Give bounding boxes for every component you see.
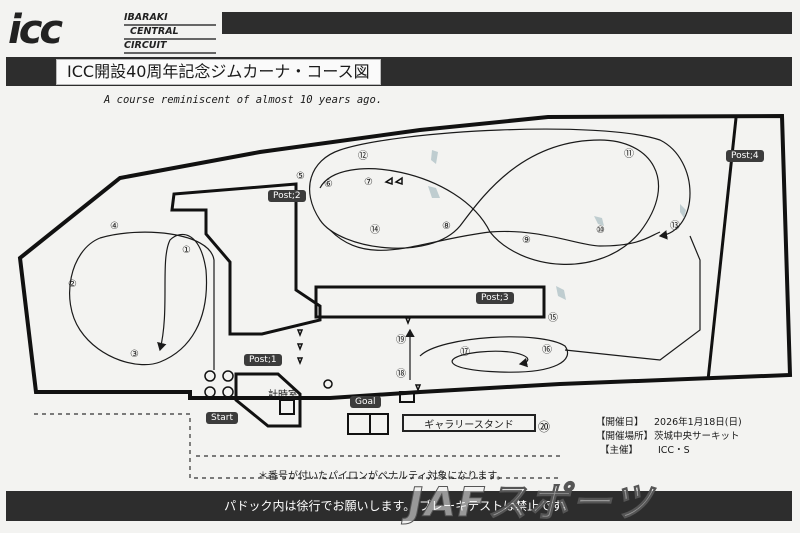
puddle [428, 186, 440, 198]
puddle [680, 204, 686, 218]
course-number-6: ⑥ [324, 179, 333, 190]
watermark: JAFスポーツ [407, 480, 655, 527]
logo-line-1: IBARAKI [124, 12, 216, 26]
goal-box [399, 391, 415, 403]
start-light [222, 386, 234, 398]
course-number-1: ① [182, 245, 191, 256]
pylon-markers [296, 176, 422, 393]
course-number-12: ⑫ [358, 151, 368, 162]
info-key: 【開催日】 [596, 417, 644, 428]
goal-light [323, 379, 333, 389]
course-number-14: ⑭ [370, 225, 380, 236]
course-number-13: ⑬ [670, 221, 680, 232]
footer-bar: パドック内は徐行でお願いします。 ブレーキテストは禁止です。 [6, 491, 792, 521]
goal-label: Goal [350, 396, 381, 408]
start-light [222, 370, 234, 382]
info-key: 【開催場所】 [596, 431, 654, 442]
subtitle: A course reminiscent of almost 10 years … [104, 94, 383, 106]
info-row-organizer: 【主催】 ICC・S [596, 444, 742, 458]
course-number-17: ⑰ [460, 347, 470, 358]
logo-mark: icc [8, 7, 63, 53]
info-row-date: 【開催日】 2026年1月18日(日) [596, 416, 742, 430]
course-number-2: ② [68, 279, 77, 290]
course-number-10: ⑩ [596, 225, 605, 236]
post-1: Post;1 [244, 354, 282, 366]
left-loop [69, 233, 208, 366]
info-value: 茨城中央サーキット [654, 431, 740, 442]
start-light [204, 386, 216, 398]
title-bar: ICC開設40周年記念ジムカーナ・コース図 [6, 57, 792, 86]
puddle [556, 286, 566, 300]
puddle [431, 150, 438, 164]
post-2: Post;2 [268, 190, 306, 202]
course-number-18: ⑱ [396, 369, 406, 380]
info-value: ICC・S [658, 445, 690, 456]
course-number-3: ③ [130, 349, 139, 360]
course-number-4: ④ [110, 221, 119, 232]
start-light [204, 370, 216, 382]
goal-box [347, 413, 371, 435]
course-number-7: ⑦ [364, 177, 373, 188]
post-3: Post;3 [476, 292, 514, 304]
paddock-line [34, 413, 560, 479]
circuit-outline [17, 113, 793, 400]
footer-text: パドック内は徐行でお願いします。 ブレーキテストは禁止です。 [224, 499, 574, 513]
logo-line-2: CENTRAL [124, 26, 216, 40]
infield-boundary [170, 182, 322, 336]
figure-eight-2 [329, 229, 661, 251]
info-value: 2026年1月18日(日) [654, 417, 742, 428]
post-4: Post;4 [726, 150, 764, 162]
icc-logo: icc IBARAKI CENTRAL CIRCUIT [8, 7, 216, 54]
left-entry [99, 231, 215, 370]
course-number-11: ⑪ [624, 149, 634, 160]
logo-line-3: CIRCUIT [124, 40, 216, 54]
start-label: Start [206, 412, 238, 424]
info-key: 【主催】 [600, 445, 639, 456]
timing-room-label: 計時室 [268, 390, 298, 401]
course-number-8: ⑧ [442, 221, 451, 232]
right-lower-loop [419, 336, 569, 373]
timing-room-box [279, 399, 295, 415]
info-row-venue: 【開催場所】 茨城中央サーキット [596, 430, 742, 444]
gallery-number: ⑳ [538, 420, 551, 434]
course-number-9: ⑨ [522, 235, 531, 246]
course-number-5: ⑤ [296, 171, 305, 182]
course-number-19: ⑲ [396, 335, 406, 346]
course-number-15: ⑮ [548, 313, 558, 324]
course-number-16: ⑯ [542, 345, 552, 356]
event-info: 【開催日】 2026年1月18日(日) 【開催場所】 茨城中央サーキット 【主催… [596, 416, 742, 458]
right-descent [564, 235, 701, 361]
puddle [594, 216, 604, 226]
logo-text: IBARAKI CENTRAL CIRCUIT [124, 12, 216, 54]
goal-box [369, 413, 389, 435]
penalty-note: ＊番号が付いたパイロンがペナルティ対象になります。 [258, 471, 507, 482]
top-decor-bar [222, 12, 792, 34]
post3-block [314, 285, 546, 319]
gallery-stand: ギャラリースタンド [402, 414, 536, 432]
figure-eight [309, 128, 691, 265]
page-title: ICC開設40周年記念ジムカーナ・コース図 [56, 59, 381, 85]
timing-room [234, 372, 302, 428]
